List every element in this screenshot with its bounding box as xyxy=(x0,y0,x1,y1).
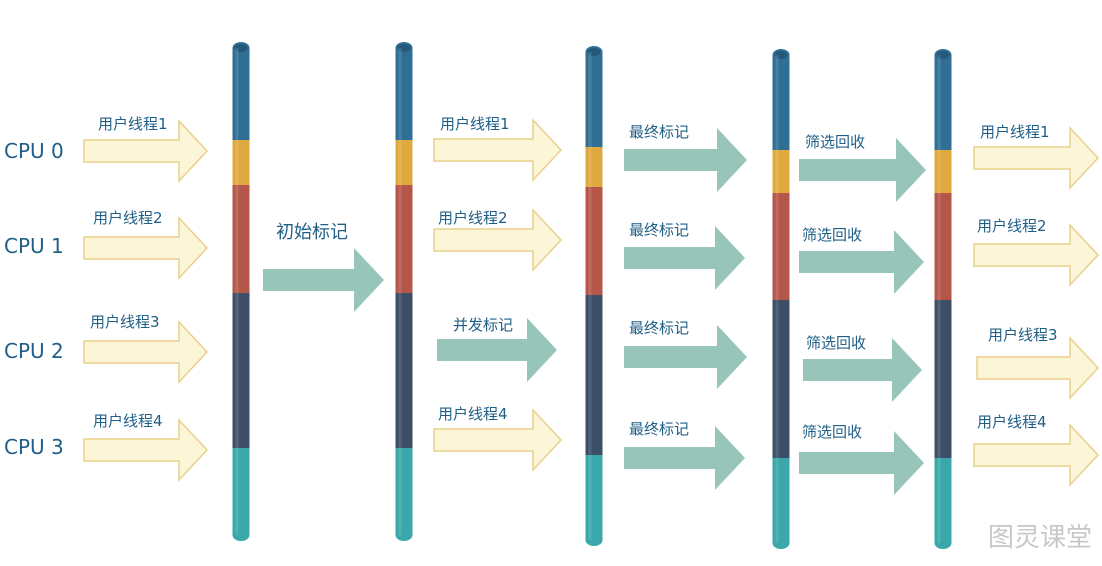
bar-5-segment-1 xyxy=(934,55,952,150)
stage4-label-1: 最终标记 xyxy=(629,123,690,141)
bar-2-segment-1 xyxy=(395,48,413,140)
bar-4-highlight xyxy=(775,55,779,543)
stage3-label-3: 并发标记 xyxy=(453,316,514,334)
stage5-arrow-2 xyxy=(799,230,924,294)
bar-1-segment-3 xyxy=(232,185,250,293)
stage4-label-3: 最终标记 xyxy=(629,319,690,337)
stage5-arrow-1 xyxy=(799,138,926,202)
stage6-arrow-1 xyxy=(973,126,1100,190)
bar-2-segment-5 xyxy=(395,448,413,535)
bar-4-segment-2 xyxy=(772,150,790,193)
stage3-label-2: 用户线程2 xyxy=(438,209,508,227)
bar-2-segment-2 xyxy=(395,140,413,185)
stage4-label-4: 最终标记 xyxy=(629,420,690,438)
bar-1-segment-1 xyxy=(232,48,250,140)
stage3-arrow-1 xyxy=(433,118,563,182)
stage6-arrow-4 xyxy=(973,423,1100,487)
bar-2-segment-4 xyxy=(395,293,413,448)
watermark-logo: 图灵课堂 xyxy=(987,523,1092,553)
stage5-label-2: 筛选回收 xyxy=(802,226,863,244)
bar-5-cap-top-inner xyxy=(936,51,950,59)
bar-5-segment-4 xyxy=(934,300,952,458)
stage6-label-4: 用户线程4 xyxy=(977,413,1047,431)
bar-1-segment-4 xyxy=(232,293,250,448)
bar-3-cap-top-inner xyxy=(587,48,601,56)
stage6-label-3: 用户线程3 xyxy=(988,326,1058,344)
cpu-label-3: CPU 3 xyxy=(4,435,64,459)
bar-4-segment-3 xyxy=(772,193,790,300)
stage5-label-3: 筛选回收 xyxy=(806,334,867,352)
bar-5-segment-3 xyxy=(934,193,952,300)
bar-1-segment-2 xyxy=(232,140,250,185)
bar-3-segment-2 xyxy=(585,147,603,187)
stage6-arrow-2 xyxy=(973,223,1100,287)
stage5-arrow-3 xyxy=(803,338,922,402)
stage6-label-2: 用户线程2 xyxy=(977,217,1047,235)
bar-3-segment-1 xyxy=(585,52,603,147)
bar-2-highlight xyxy=(398,48,402,535)
stage1-label-2: 用户线程2 xyxy=(93,209,163,227)
stage1-arrow-3 xyxy=(83,320,209,384)
stage3-arrow-4 xyxy=(433,408,563,472)
stage1-label-1: 用户线程1 xyxy=(98,115,168,133)
stage1-arrow-1 xyxy=(83,119,209,183)
cpu-label-2: CPU 2 xyxy=(4,339,64,363)
stage3-arrow-concurrent-mark xyxy=(437,318,557,382)
bar-1-highlight xyxy=(235,48,239,535)
bar-2-cap-bottom xyxy=(395,529,413,541)
bar-3-segment-3 xyxy=(585,187,603,295)
stage4-arrow-1 xyxy=(624,128,747,192)
stage5-arrow-4 xyxy=(799,431,924,495)
bar-3-segment-5 xyxy=(585,455,603,540)
stage6-arrow-3 xyxy=(976,336,1100,400)
stage1-label-4: 用户线程4 xyxy=(93,412,163,430)
bar-4-cap-bottom xyxy=(772,537,790,549)
stage4-arrow-3 xyxy=(624,325,747,389)
bar-4-segment-4 xyxy=(772,300,790,458)
bar-4-segment-5 xyxy=(772,458,790,543)
bar-3-highlight xyxy=(588,52,592,540)
bar-2-segment-3 xyxy=(395,185,413,293)
stage4-arrow-4 xyxy=(624,426,745,490)
bar-3-segment-4 xyxy=(585,295,603,455)
bar-5-highlight xyxy=(937,55,941,543)
bar-3-cap-bottom xyxy=(585,534,603,546)
stage4-label-2: 最终标记 xyxy=(629,221,690,239)
bar-5-cap-bottom xyxy=(934,537,952,549)
stage5-label-4: 筛选回收 xyxy=(802,423,863,441)
cpu-label-0: CPU 0 xyxy=(4,139,64,163)
initial-mark-arrow xyxy=(263,248,384,312)
bar-1-segment-5 xyxy=(232,448,250,535)
initial-mark-label: 初始标记 xyxy=(276,222,348,243)
cpu-label-1: CPU 1 xyxy=(4,234,64,258)
stage1-arrow-2 xyxy=(83,216,209,280)
stage4-arrow-2 xyxy=(624,226,745,290)
stage3-label-1: 用户线程1 xyxy=(440,115,510,133)
bar-4-segment-1 xyxy=(772,55,790,150)
stage6-label-1: 用户线程1 xyxy=(980,123,1050,141)
stage1-arrow-4 xyxy=(83,418,209,482)
bar-4-cap-top-inner xyxy=(774,51,788,59)
stage5-label-1: 筛选回收 xyxy=(805,133,866,151)
bar-5-segment-5 xyxy=(934,458,952,543)
bar-2-cap-top-inner xyxy=(397,44,411,52)
bar-1-cap-bottom xyxy=(232,529,250,541)
stage3-label-4: 用户线程4 xyxy=(438,405,508,423)
bar-5-segment-2 xyxy=(934,150,952,193)
stage3-arrow-2 xyxy=(433,208,563,272)
bar-1-cap-top-inner xyxy=(234,44,248,52)
stage1-label-3: 用户线程3 xyxy=(90,313,160,331)
